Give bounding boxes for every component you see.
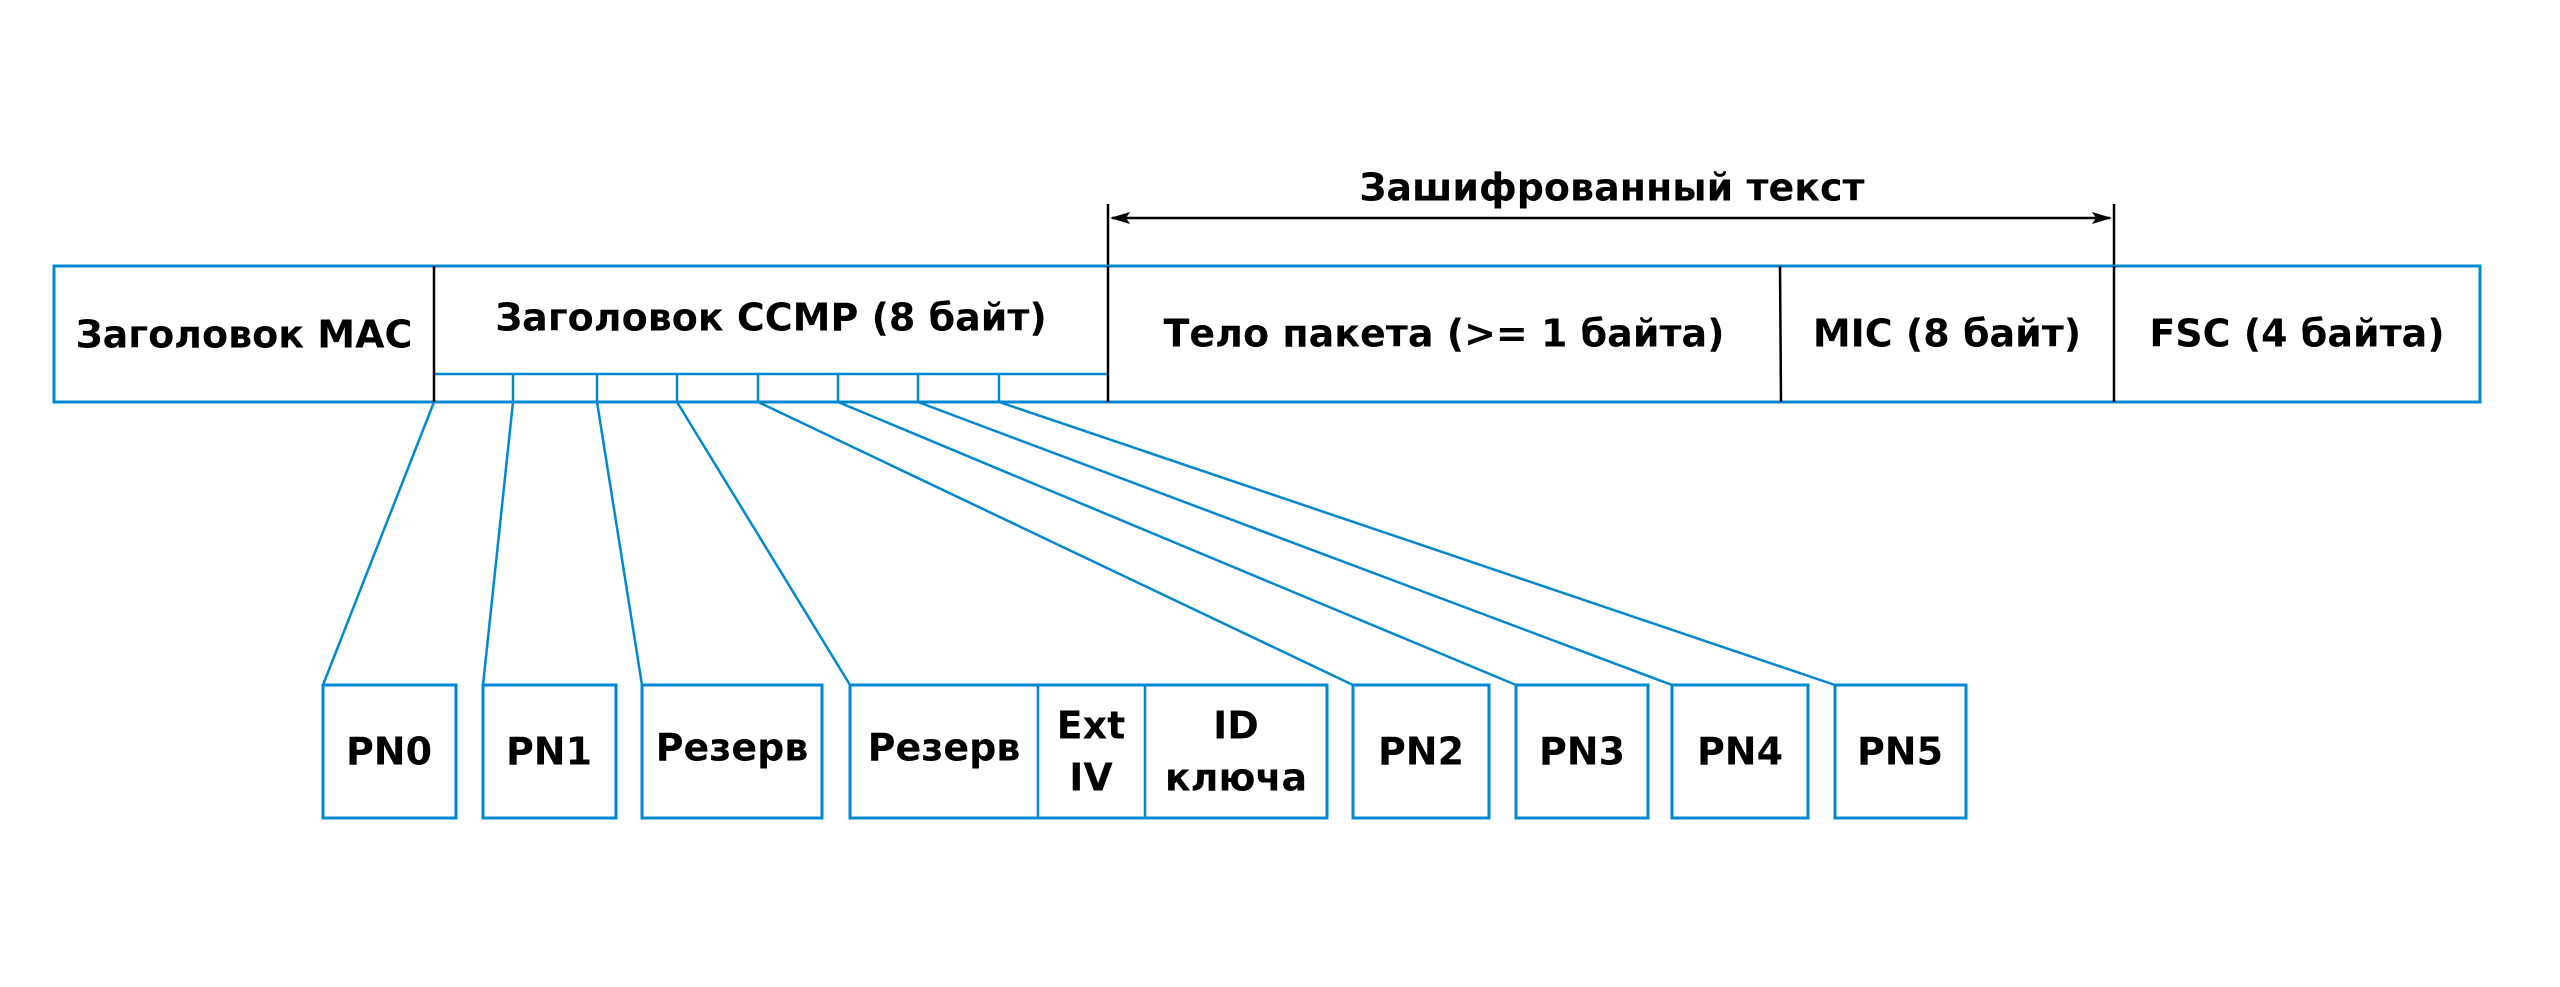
pn5-label: PN5	[1857, 730, 1943, 774]
pn1-box	[481, 683, 618, 820]
arrow-right-icon	[2092, 212, 2112, 224]
pn2-box	[1351, 683, 1491, 820]
frame-row: Заголовок MAC Заголовок CCMP (8 байт) Те…	[52, 264, 2482, 404]
ext-iv-label-line2: IV	[1069, 756, 1113, 800]
frame-outline	[52, 264, 2482, 404]
pn0-label: PN0	[346, 730, 432, 774]
pn3-label: PN3	[1539, 730, 1625, 774]
divider	[1778, 265, 1783, 403]
body-label: Тело пакета (>= 1 байта)	[1163, 312, 1724, 356]
reserved1-label: Резерв	[656, 726, 809, 770]
ccmp-byte-ticks	[511, 374, 1001, 402]
mic-label: MIC (8 байт)	[1813, 312, 2081, 356]
flags-box	[848, 683, 1329, 820]
pn4-box	[1670, 683, 1810, 820]
arrow-left-icon	[1110, 212, 1130, 224]
ccmp-fields: PN0 PN1 Резерв Резерв Ext IV ID ключа PN…	[321, 683, 1968, 820]
pn3-box	[1514, 683, 1650, 820]
pn5-box	[1833, 683, 1968, 820]
key-id-label-line2: ключа	[1165, 756, 1307, 800]
encrypted-span: Зашифрованный текст	[1106, 166, 2116, 266]
encrypted-text-label: Зашифрованный текст	[1359, 166, 1864, 210]
ext-iv-label-line1: Ext	[1057, 704, 1126, 748]
pn4-label: PN4	[1697, 730, 1783, 774]
reserved2-label: Резерв	[868, 726, 1021, 770]
pn0-box	[321, 683, 458, 820]
connector-lines	[321, 400, 1836, 687]
reserved1-box	[640, 683, 824, 820]
fsc-label: FSC (4 байта)	[2149, 312, 2444, 356]
pn2-label: PN2	[1378, 730, 1464, 774]
key-id-label-line1: ID	[1213, 704, 1259, 748]
mac-header-label: Заголовок MAC	[76, 313, 413, 357]
pn1-label: PN1	[506, 730, 592, 774]
ccmp-header-label: Заголовок CCMP (8 байт)	[495, 296, 1047, 340]
